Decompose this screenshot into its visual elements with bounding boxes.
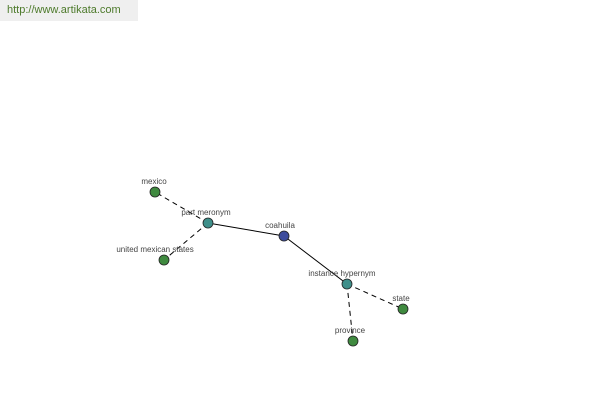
node-label-instance-hypernym: instance hypernym xyxy=(308,269,375,278)
edge-instance-hypernym-province xyxy=(346,283,354,342)
edge-coahuila-instance-hypernym xyxy=(283,235,348,285)
node-mexico[interactable] xyxy=(149,186,161,198)
node-label-coahuila: coahuila xyxy=(265,221,295,230)
node-instance-hypernym[interactable] xyxy=(341,278,353,290)
node-label-united-mexican-states: united mexican states xyxy=(116,245,193,254)
edge-part-meronym-united-mexican-states xyxy=(163,222,209,261)
node-label-province: province xyxy=(335,326,366,335)
node-label-mexico: mexico xyxy=(141,177,167,186)
node-united-mexican-states[interactable] xyxy=(158,254,170,266)
watermark-link[interactable]: http://www.artikata.com xyxy=(0,0,138,21)
node-label-part-meronym: part meronym xyxy=(181,208,231,217)
node-province[interactable] xyxy=(347,335,359,347)
node-label-state: state xyxy=(392,294,410,303)
node-coahuila[interactable] xyxy=(278,230,290,242)
node-part-meronym[interactable] xyxy=(202,217,214,229)
node-state[interactable] xyxy=(397,303,409,315)
edge-instance-hypernym-state xyxy=(346,283,404,310)
edge-coahuila-part-meronym xyxy=(207,222,285,237)
edge-part-meronym-mexico xyxy=(154,191,209,224)
